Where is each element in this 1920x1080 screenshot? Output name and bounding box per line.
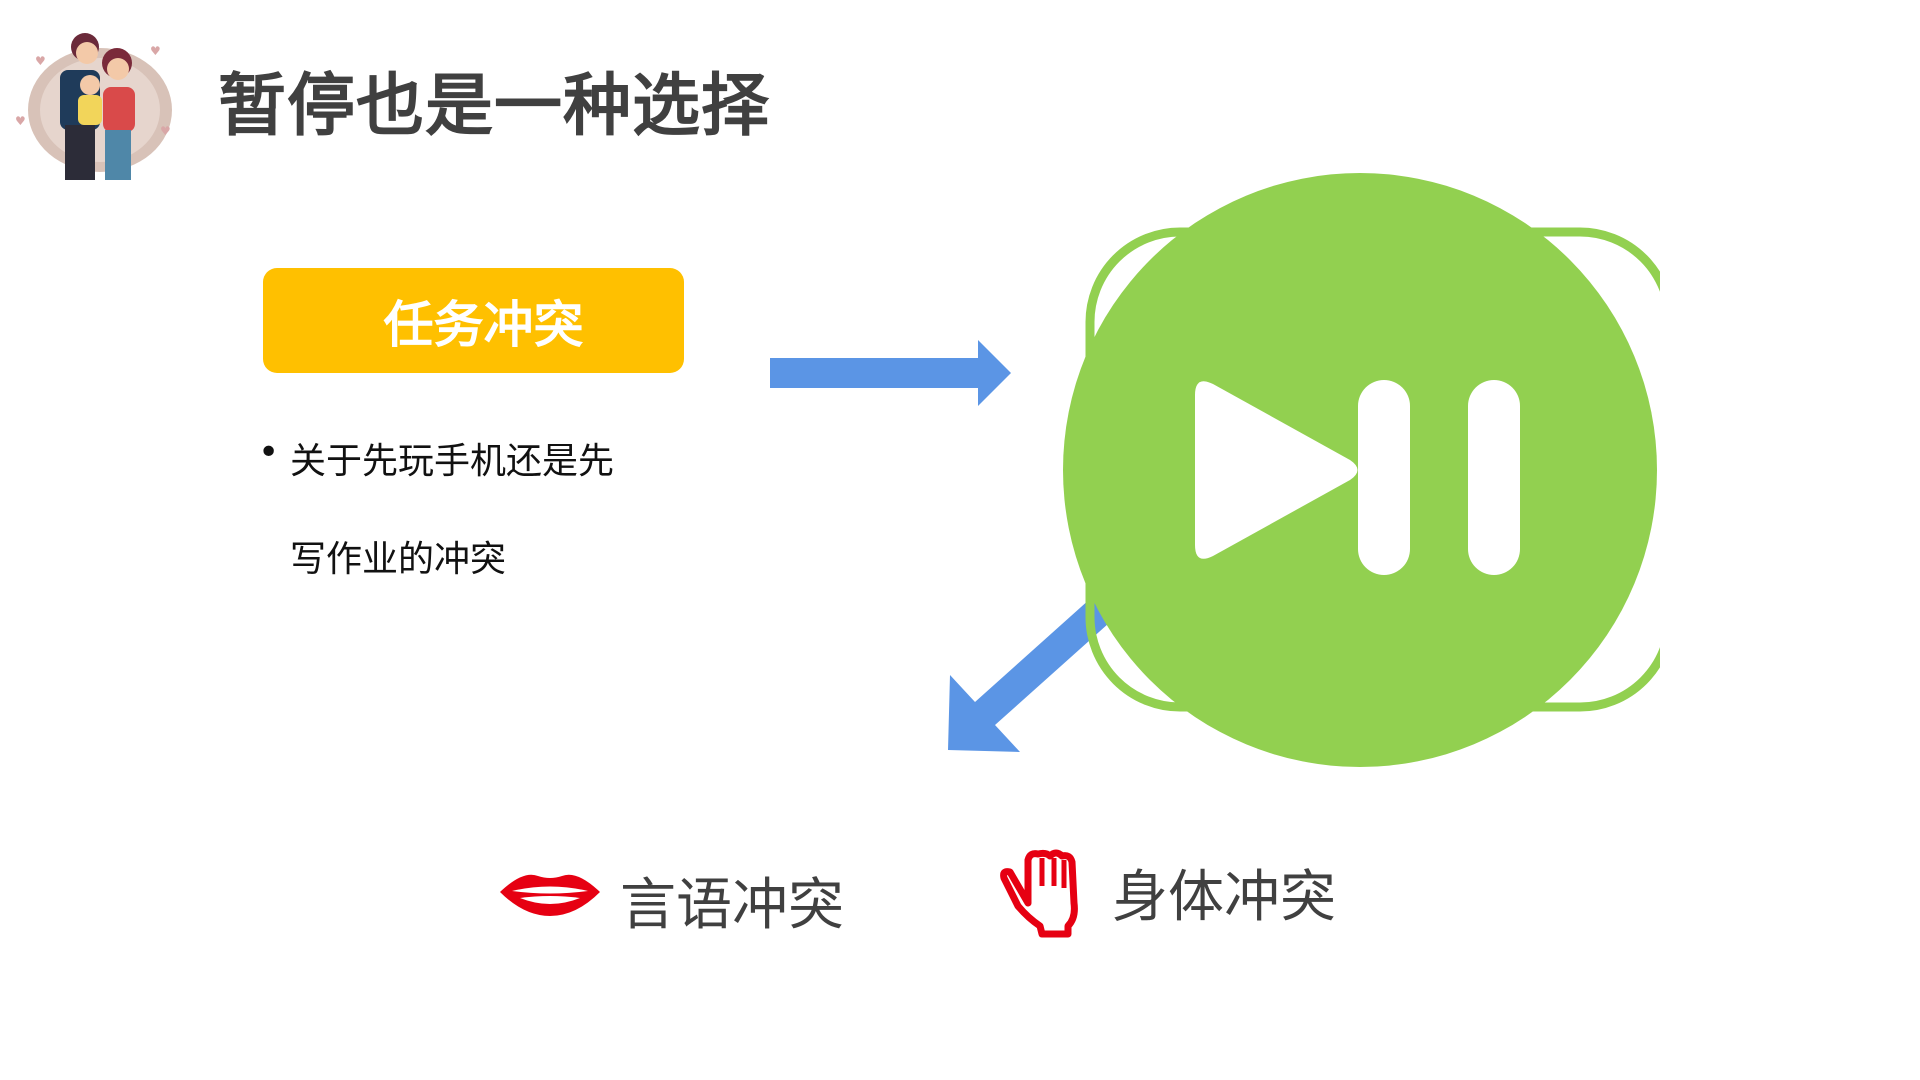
svg-text:♥: ♥ xyxy=(35,54,46,68)
svg-text:♥: ♥ xyxy=(150,44,161,58)
hand-icon xyxy=(1000,849,1078,938)
svg-text:♥: ♥ xyxy=(15,114,26,128)
task-conflict-label: 任务冲突 xyxy=(383,295,584,354)
physical-conflict-label: 身体冲突 xyxy=(1112,865,1336,930)
family-illustration: ♥ ♥ ♥ ♥ xyxy=(15,33,172,180)
svg-text:♥: ♥ xyxy=(160,124,171,138)
lips-icon xyxy=(500,874,600,916)
bullet-line-1: 关于先玩手机还是先 xyxy=(290,441,615,482)
play-pause-icon xyxy=(1063,173,1660,767)
page-title: 暂停也是一种选择 xyxy=(218,67,771,146)
bullet-line-2: 写作业的冲突 xyxy=(290,539,507,580)
right-arrow-icon xyxy=(770,340,1011,406)
verbal-conflict-label: 言语冲突 xyxy=(620,873,844,938)
down-left-arrow-icon xyxy=(948,590,1118,752)
bullet-dot: • xyxy=(258,432,280,473)
task-conflict-box: 任务冲突 xyxy=(263,268,684,373)
